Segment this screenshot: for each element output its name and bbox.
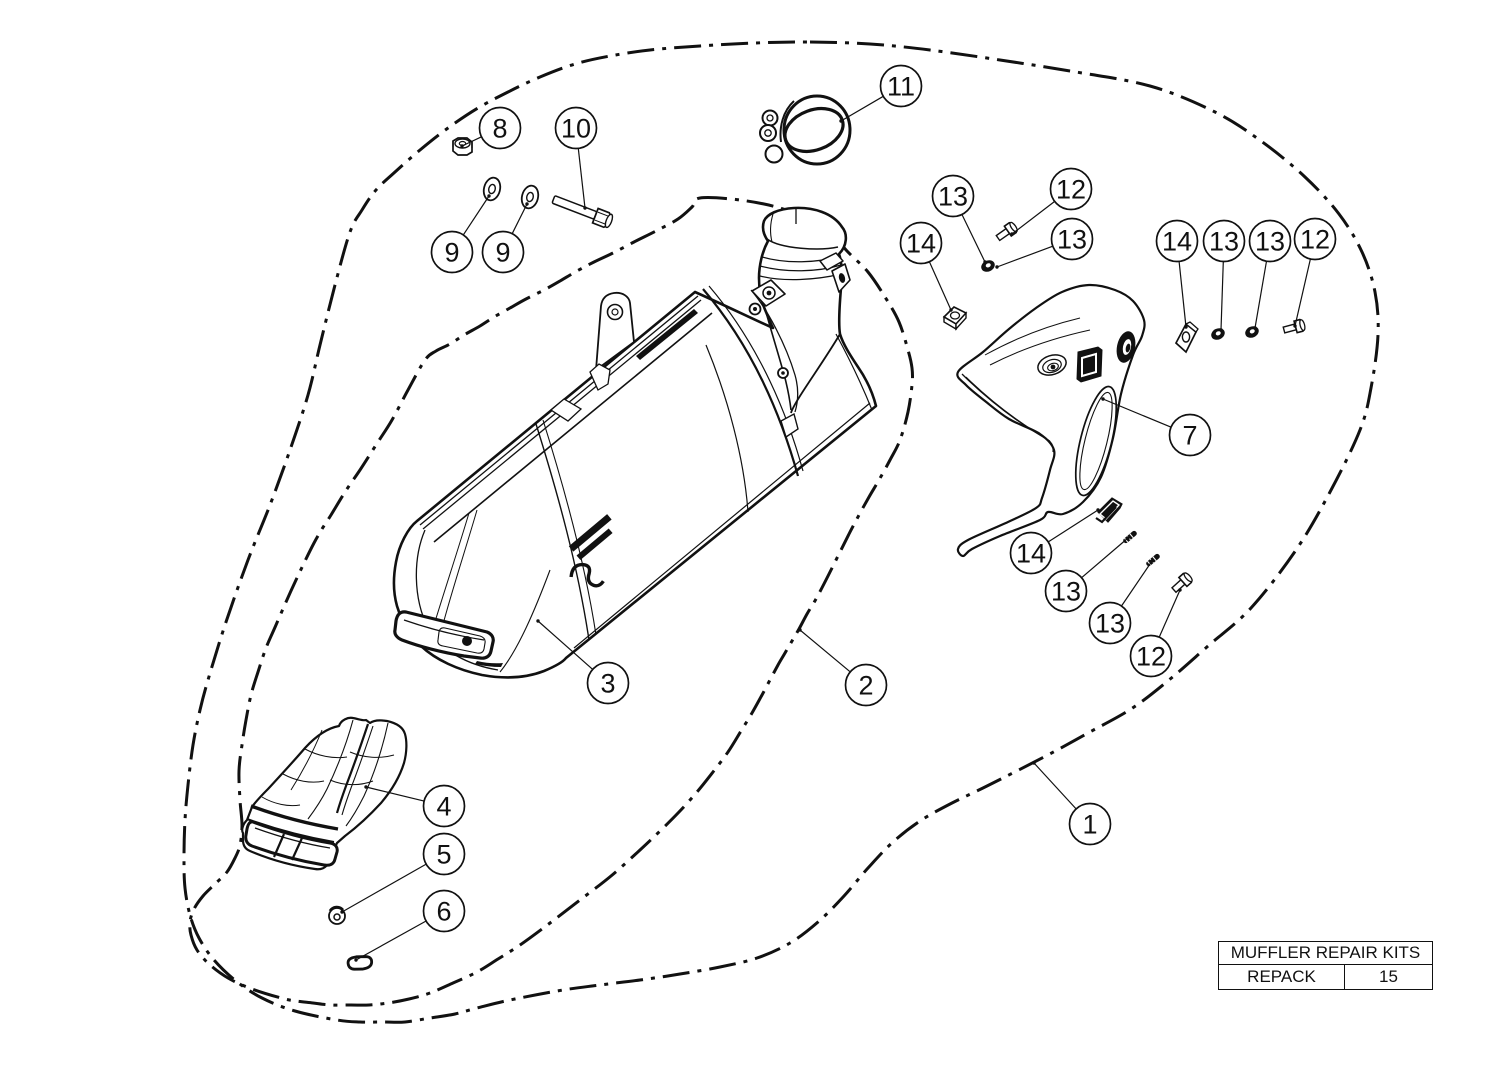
svg-text:11: 11	[887, 72, 915, 102]
svg-text:14: 14	[1016, 539, 1046, 569]
svg-text:12: 12	[1136, 642, 1166, 672]
svg-text:13: 13	[1057, 225, 1087, 255]
svg-text:1: 1	[1082, 810, 1097, 840]
svg-text:9: 9	[444, 238, 459, 268]
svg-text:4: 4	[436, 792, 451, 822]
svg-text:14: 14	[906, 229, 936, 259]
svg-text:5: 5	[436, 840, 451, 870]
svg-text:13: 13	[1209, 227, 1239, 257]
svg-text:3: 3	[600, 669, 615, 699]
svg-text:7: 7	[1182, 421, 1197, 451]
svg-text:6: 6	[436, 897, 451, 927]
svg-text:13: 13	[1255, 227, 1285, 257]
svg-text:12: 12	[1056, 175, 1086, 205]
svg-text:14: 14	[1162, 227, 1192, 257]
svg-text:2: 2	[858, 671, 873, 701]
svg-text:13: 13	[1095, 609, 1125, 639]
svg-text:10: 10	[561, 114, 591, 144]
svg-text:9: 9	[495, 238, 510, 268]
svg-text:13: 13	[1051, 577, 1081, 607]
svg-text:13: 13	[938, 182, 968, 212]
svg-text:12: 12	[1300, 225, 1330, 255]
svg-text:8: 8	[492, 114, 507, 144]
